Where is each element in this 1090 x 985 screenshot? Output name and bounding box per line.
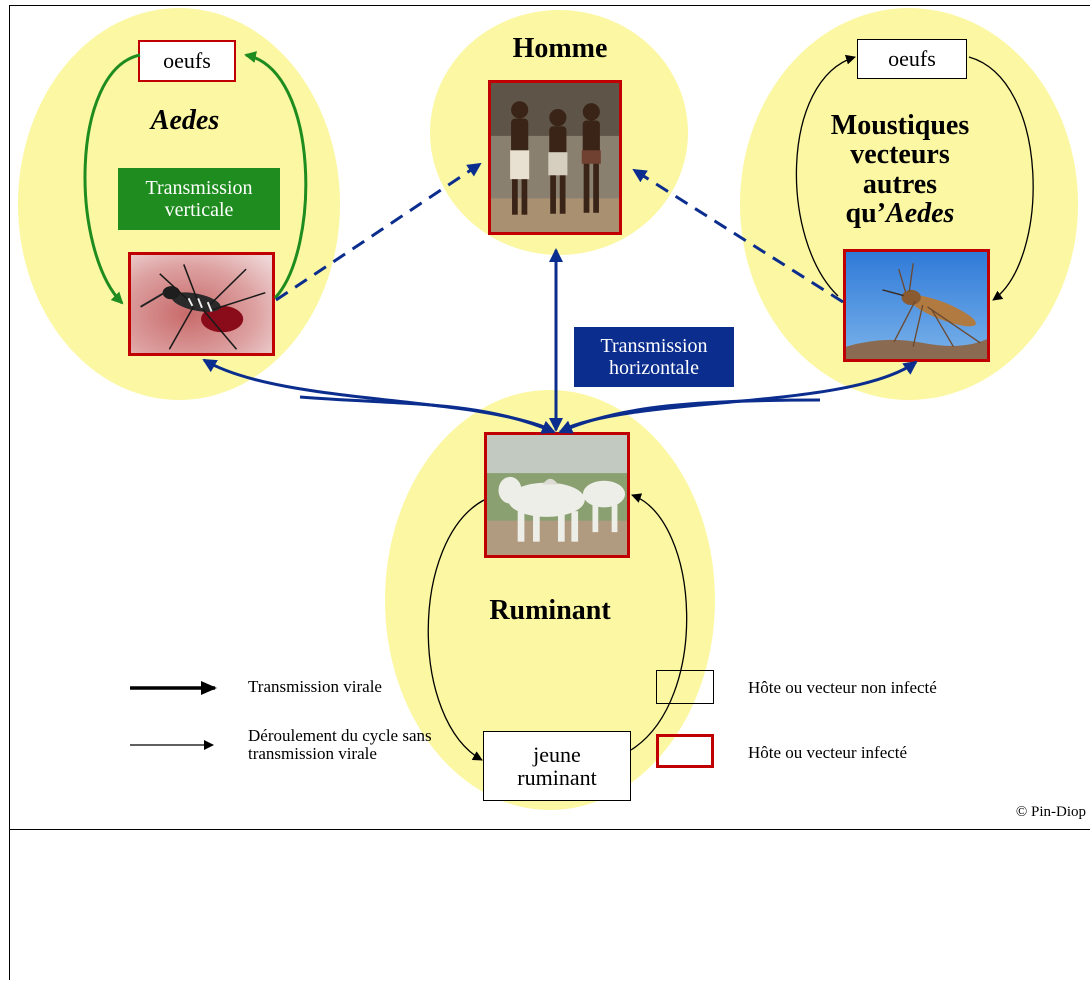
young-ruminant-box: jeune ruminant — [483, 731, 631, 801]
aedes-title: Aedes — [120, 106, 250, 135]
young-line2: ruminant — [517, 765, 597, 790]
vertical-label-line2: verticale — [164, 199, 234, 221]
aedes-mosquito-photo — [128, 252, 275, 356]
copyright-note: © Pin-Diop — [1015, 804, 1086, 820]
aedes-title-text: Aedes — [150, 105, 220, 136]
other-title-line3: autres — [862, 168, 938, 200]
other-mosquito-photo — [843, 249, 990, 362]
ruminant-title-text: Ruminant — [489, 595, 611, 626]
ruminant-cattle-photo — [484, 432, 630, 558]
aedes-eggs-label: oeufs — [163, 48, 211, 74]
legend-infected-label: Hôte ou vecteur infecté — [748, 743, 908, 762]
legend-infected-box — [656, 734, 714, 768]
horizontal-label-line1: Transmission — [600, 335, 708, 357]
other-title-line4: qu’Aedes — [820, 199, 980, 228]
vertical-transmission-label: Transmission verticale — [118, 168, 280, 230]
young-line1: jeune — [533, 741, 581, 767]
other-title-prefix: qu’ — [845, 198, 887, 230]
vertical-label-line1: Transmission — [145, 177, 253, 199]
legend-thin-arrow-label: Déroulement du cycle sans transmission v… — [248, 727, 432, 763]
human-title-text: Homme — [512, 33, 608, 64]
human-children-photo — [488, 80, 622, 235]
other-eggs-label: oeufs — [888, 46, 936, 72]
legend-thin-line1: Déroulement du cycle sans — [248, 726, 432, 745]
horizontal-label-line2: horizontale — [609, 357, 699, 379]
other-title-line2: vecteurs — [850, 139, 950, 171]
legend-thick-arrow-label: Transmission virale — [248, 677, 382, 696]
legend-uninfected-label: Hôte ou vecteur non infecté — [748, 678, 937, 697]
other-title-line1: Moustiques — [830, 110, 970, 141]
horizontal-transmission-label: Transmission horizontale — [574, 327, 734, 387]
ruminant-title: Ruminant — [470, 596, 630, 625]
other-mosquitoes-title: Moustiques vecteurs autres qu’Aedes — [820, 111, 980, 229]
aedes-eggs-box: oeufs — [138, 40, 236, 82]
legend-frame-edge — [9, 830, 10, 980]
diagram-frame — [9, 5, 1090, 830]
legend-uninfected-box — [656, 670, 714, 704]
human-title: Homme — [480, 34, 640, 63]
other-eggs-box: oeufs — [857, 39, 967, 79]
legend-thin-line2: transmission virale — [248, 743, 377, 763]
other-title-italic: Aedes — [886, 198, 955, 230]
